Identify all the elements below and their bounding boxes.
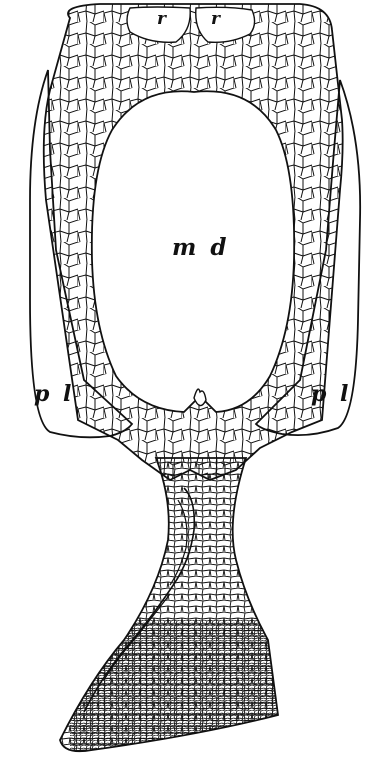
label-pl-left: p l	[34, 383, 74, 405]
label-r-left: r	[157, 11, 166, 28]
label-md: m d	[172, 236, 229, 259]
label-pl-right: p l	[311, 383, 351, 405]
label-r-right: r	[211, 11, 220, 28]
